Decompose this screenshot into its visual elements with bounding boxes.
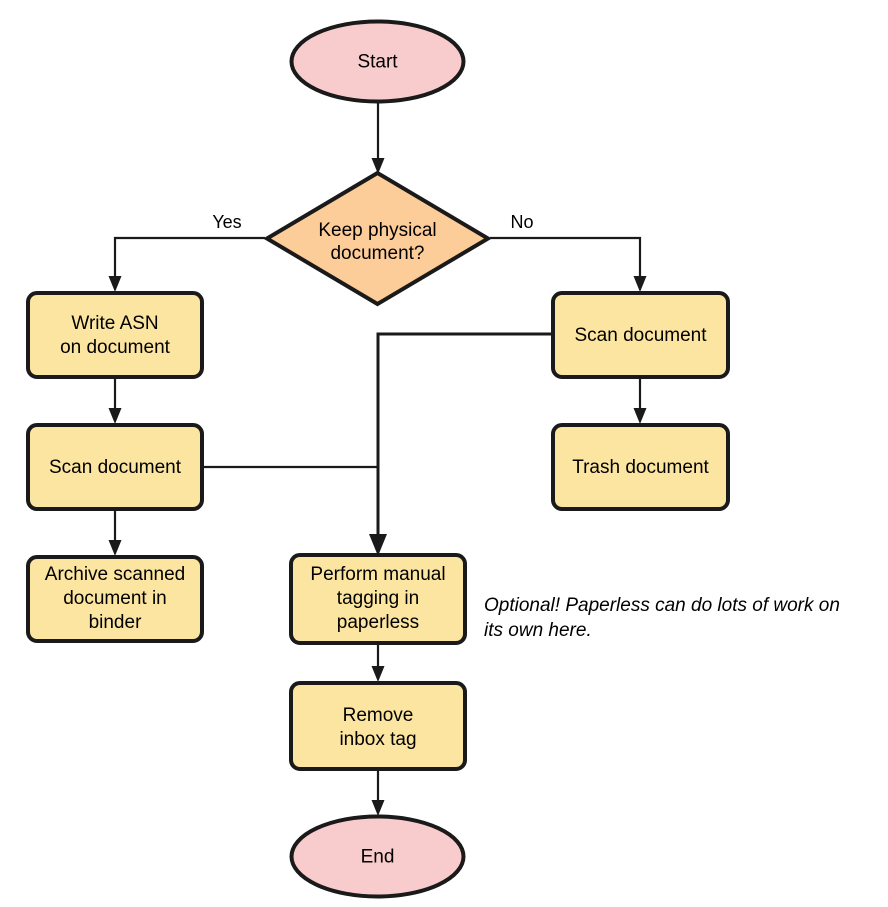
archive-box-shape bbox=[26, 555, 204, 643]
remove-inbox-box-shape bbox=[289, 681, 467, 771]
write-asn-label-line1: Write ASN bbox=[71, 313, 158, 334]
tagging-label-line2: tagging in bbox=[337, 588, 419, 609]
edge-label-yes: Yes bbox=[212, 212, 241, 232]
node-remove-inbox-tag[interactable]: Remove inbox tag bbox=[289, 681, 467, 771]
node-write-asn-on-document[interactable]: Write ASN on document bbox=[26, 291, 204, 379]
edge-label-no: No bbox=[510, 212, 533, 232]
annotation-line1: Optional! Paperless can do lots of work … bbox=[484, 595, 840, 616]
node-scan-document-right[interactable]: Scan document bbox=[551, 291, 730, 379]
end-ellipse-shape bbox=[289, 814, 466, 899]
node-perform-manual-tagging[interactable]: Perform manual tagging in paperless bbox=[289, 553, 467, 645]
scan-document-left-label: Scan document bbox=[49, 457, 182, 478]
trash-document-box-shape bbox=[551, 423, 730, 511]
archive-label-line3: binder bbox=[89, 612, 142, 633]
connector-scan-right-to-tagging bbox=[369, 332, 551, 556]
scan-document-left-box-shape bbox=[26, 423, 204, 511]
remove-inbox-label-line1: Remove bbox=[343, 705, 414, 726]
write-asn-label-line2: on document bbox=[60, 337, 171, 358]
tagging-label-line1: Perform manual bbox=[310, 564, 445, 585]
end-label: End bbox=[361, 847, 395, 868]
scan-document-right-label: Scan document bbox=[574, 325, 707, 346]
start-ellipse-shape bbox=[289, 19, 466, 104]
connector-decision-no-to-scan-right bbox=[477, 232, 647, 292]
decision-label-line1: Keep physical bbox=[318, 220, 436, 241]
node-end[interactable]: End bbox=[289, 814, 466, 899]
scan-document-right-box-shape bbox=[551, 291, 730, 379]
tagging-label-line3: paperless bbox=[337, 612, 419, 633]
annotation-note: Optional! Paperless can do lots of work … bbox=[484, 595, 840, 641]
node-archive-scanned-document[interactable]: Archive scanned document in binder bbox=[26, 555, 204, 643]
connector-write-asn-to-scan-left bbox=[108, 379, 122, 424]
connector-scan-right-to-trash bbox=[633, 379, 647, 424]
tagging-box-shape bbox=[289, 553, 467, 645]
trash-document-label: Trash document bbox=[572, 457, 709, 478]
decision-diamond-shape bbox=[263, 170, 492, 307]
connector-decision-yes-to-write-asn bbox=[108, 232, 278, 292]
node-scan-document-left[interactable]: Scan document bbox=[26, 423, 204, 511]
connector-tagging-to-remove-inbox bbox=[371, 645, 385, 682]
archive-label-line1: Archive scanned bbox=[45, 564, 185, 585]
connector-remove-inbox-to-end bbox=[371, 771, 385, 816]
node-trash-document[interactable]: Trash document bbox=[551, 423, 730, 511]
remove-inbox-label-line2: inbox tag bbox=[339, 729, 416, 750]
connector-scan-left-to-archive bbox=[108, 511, 122, 556]
write-asn-box-shape bbox=[26, 291, 204, 379]
annotation-line2: its own here. bbox=[484, 620, 592, 641]
connector-start-to-decision bbox=[371, 103, 385, 174]
node-start[interactable]: Start bbox=[289, 19, 466, 104]
start-label: Start bbox=[357, 52, 398, 73]
archive-label-line2: document in bbox=[63, 588, 167, 609]
node-decision-keep-physical-document[interactable]: Keep physical document? bbox=[263, 170, 492, 307]
decision-label-line2: document? bbox=[330, 243, 424, 264]
